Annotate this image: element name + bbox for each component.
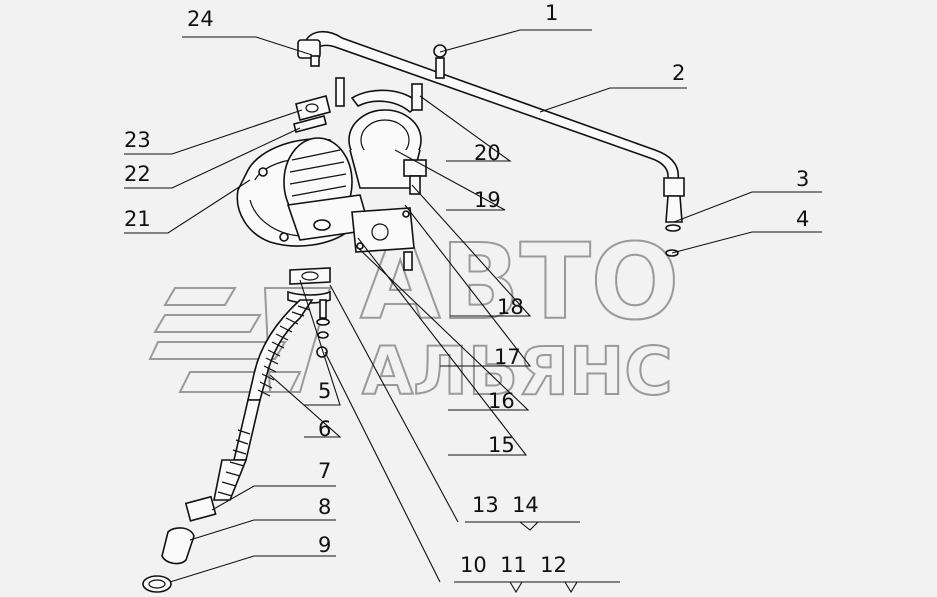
label-16: 16 <box>488 389 515 413</box>
bolt-top <box>335 77 345 107</box>
elbow-8 <box>161 527 195 565</box>
watermark-line2: АЛЬЯНС <box>362 333 673 410</box>
drain-flange-16 <box>351 207 415 253</box>
bolt-10 <box>319 299 327 319</box>
clamp-20 <box>350 89 422 114</box>
pipe-clip-1 <box>433 44 447 58</box>
oil-feed-pipe <box>297 30 685 257</box>
stud-15 <box>403 251 413 271</box>
label-21: 21 <box>124 207 151 231</box>
label-7: 7 <box>318 459 331 483</box>
label-20: 20 <box>474 141 501 165</box>
label-18: 18 <box>497 295 524 319</box>
washer-12 <box>317 331 329 339</box>
fitting-18 <box>403 159 427 177</box>
washer-3 <box>665 224 681 232</box>
banjo-bolt-24 <box>310 55 320 67</box>
label-17: 17 <box>494 345 521 369</box>
part-labels: 24 1 2 3 4 23 22 21 20 19 18 17 16 15 13… <box>124 1 809 577</box>
oil-return-hose <box>142 267 331 593</box>
flange-5 <box>289 267 331 285</box>
seal-ring-9 <box>142 575 172 593</box>
washer-11 <box>316 318 330 326</box>
label-15: 15 <box>488 433 515 457</box>
label-1: 1 <box>545 1 558 25</box>
label-23: 23 <box>124 128 151 152</box>
label-2: 2 <box>672 61 685 85</box>
label-22: 22 <box>124 162 151 186</box>
gasket-22 <box>293 115 327 133</box>
label-6: 6 <box>318 417 331 441</box>
union-nut-3 <box>663 177 685 197</box>
label-24: 24 <box>187 7 214 31</box>
label-13-14: 13 14 <box>472 493 539 517</box>
adapter-3 <box>665 195 683 223</box>
watermark-logo: АВТО АЛЬЯНС <box>148 220 680 411</box>
turbocharger <box>236 77 427 271</box>
label-9: 9 <box>318 533 331 557</box>
label-8: 8 <box>318 495 331 519</box>
label-10-11-12: 10 11 12 <box>460 553 567 577</box>
leader-lines <box>124 29 822 594</box>
label-3: 3 <box>796 167 809 191</box>
label-4: 4 <box>796 207 809 231</box>
nipple-7 <box>184 495 217 522</box>
flange-23 <box>295 95 331 121</box>
label-19: 19 <box>474 188 501 212</box>
label-5: 5 <box>318 379 331 403</box>
banjo-fitting-24 <box>297 39 321 59</box>
clip-bolt-1 <box>435 57 445 79</box>
